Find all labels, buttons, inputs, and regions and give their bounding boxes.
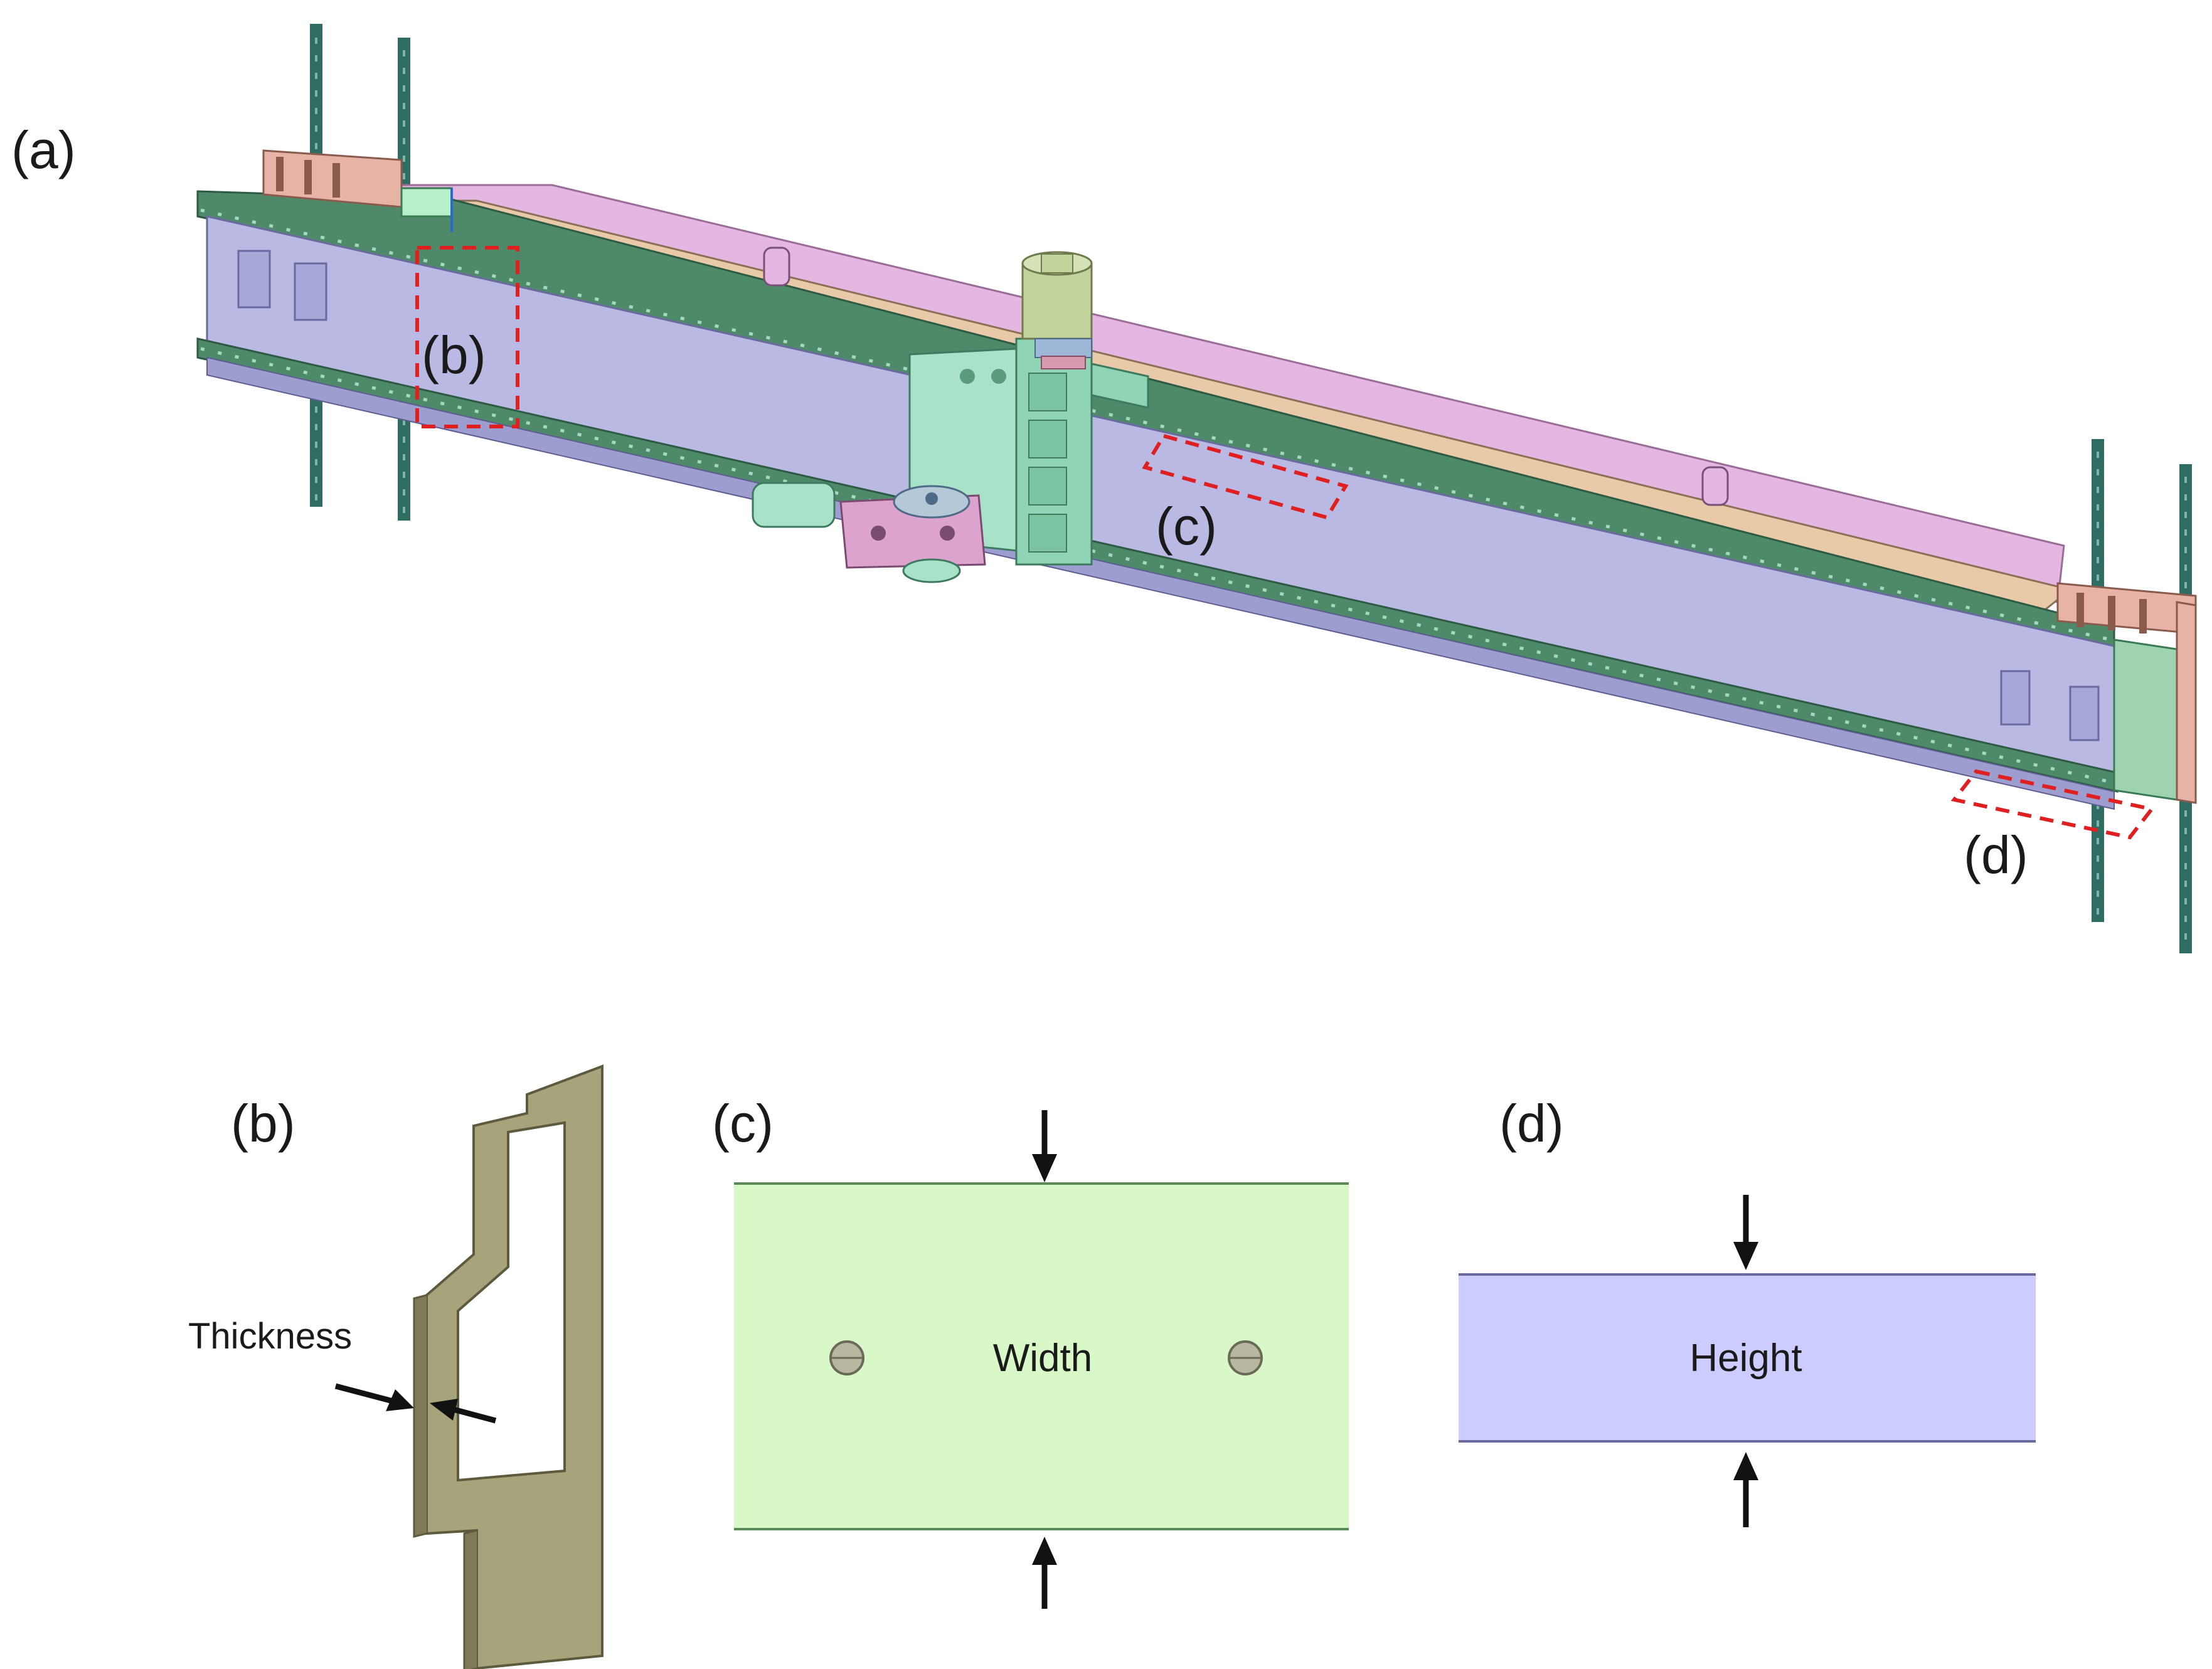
panel-d: (d) Height xyxy=(1459,1094,2036,1527)
thickness-arrows xyxy=(334,1383,497,1424)
height-section xyxy=(1459,1273,2036,1443)
panel-label-d: (d) xyxy=(1499,1094,1564,1153)
right-end-block xyxy=(2056,582,2197,804)
panel-label-a: (a) xyxy=(11,120,76,179)
panel-label-c: (c) xyxy=(712,1094,774,1153)
thickness-plate xyxy=(425,1064,604,1669)
width-label: Width xyxy=(993,1337,1092,1380)
bolt-hole-right xyxy=(1228,1340,1263,1375)
callout-label-d: (d) xyxy=(1964,825,2028,884)
width-arrow-bottom xyxy=(1032,1537,1057,1609)
callout-label-b: (b) xyxy=(422,326,486,384)
callout-box-c xyxy=(1142,433,1349,520)
height-arrow-top xyxy=(1733,1195,1758,1270)
carriage xyxy=(908,337,1149,566)
panel-b: (b) Thickness xyxy=(188,1064,604,1669)
left-end-bracket xyxy=(262,149,453,232)
callout-label-c: (c) xyxy=(1156,497,1217,556)
drive-unit xyxy=(752,482,986,583)
height-arrow-bottom xyxy=(1733,1452,1758,1527)
height-label: Height xyxy=(1689,1337,1802,1380)
web-windows xyxy=(237,250,2100,741)
thickness-label: Thickness xyxy=(188,1316,352,1357)
callout-box-b xyxy=(415,246,519,428)
callout-box-d xyxy=(1950,769,2156,840)
motor xyxy=(1021,251,1093,369)
panel-a: (a) xyxy=(11,24,2197,953)
panel-label-b: (b) xyxy=(231,1094,295,1153)
cover-lugs xyxy=(763,246,1729,506)
width-arrow-top xyxy=(1032,1110,1057,1182)
panel-c: (c) Width xyxy=(712,1094,1349,1609)
bolt-hole-left xyxy=(829,1340,864,1375)
